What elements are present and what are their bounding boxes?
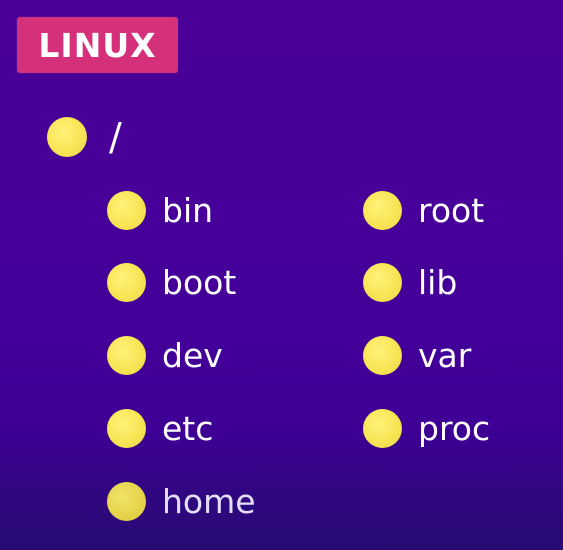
directory-item-boot: boot xyxy=(107,260,236,304)
directory-label: boot xyxy=(162,262,237,302)
directory-item-etc: etc xyxy=(107,406,213,450)
directory-item-home: home xyxy=(107,479,256,523)
directory-item-dev: dev xyxy=(107,333,223,377)
bullet-dot-icon xyxy=(363,190,402,230)
root-directory-label: / xyxy=(109,115,122,159)
bullet-dot-icon xyxy=(107,481,146,521)
bullet-dot-icon xyxy=(363,262,402,302)
directory-label: dev xyxy=(162,335,223,375)
bullet-dot-icon xyxy=(47,117,87,157)
directory-label: root xyxy=(418,190,485,230)
directory-label: bin xyxy=(162,190,214,230)
bullet-dot-icon xyxy=(107,190,146,230)
directory-label: home xyxy=(162,481,256,521)
directory-label: etc xyxy=(162,408,214,448)
bullet-dot-icon xyxy=(107,335,146,375)
bullet-dot-icon xyxy=(363,335,402,375)
directory-item-var: var xyxy=(363,333,471,377)
bullet-dot-icon xyxy=(363,408,402,448)
directory-item-root: root xyxy=(363,188,484,232)
directory-item-lib: lib xyxy=(363,260,457,304)
badge-label: LINUX xyxy=(38,25,157,65)
root-directory-item: / xyxy=(47,115,122,159)
directory-label: proc xyxy=(418,408,491,448)
linux-badge: LINUX xyxy=(17,17,178,73)
bullet-dot-icon xyxy=(107,262,146,302)
directory-item-proc: proc xyxy=(363,406,490,450)
directory-item-bin: bin xyxy=(107,188,213,232)
directory-label: lib xyxy=(418,262,458,302)
directory-label: var xyxy=(418,335,472,375)
bullet-dot-icon xyxy=(107,408,146,448)
